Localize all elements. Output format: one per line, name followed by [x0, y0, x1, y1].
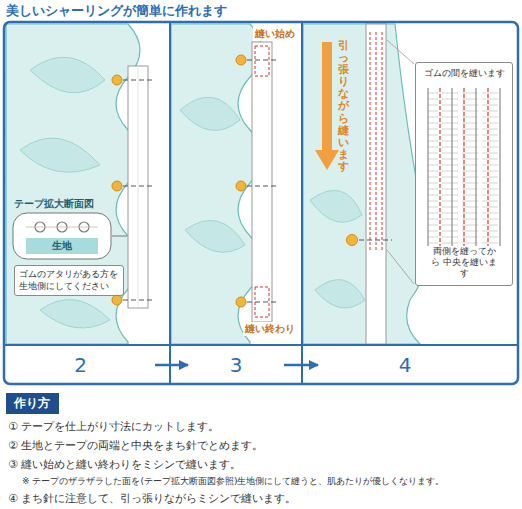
instruction-label: 引っ張りながら縫います — [338, 40, 349, 173]
page-title: 美しいシャーリングが簡単に作れます — [6, 2, 227, 20]
stitch-line — [370, 32, 371, 250]
fabric-band: 生地 — [26, 238, 98, 254]
tape — [252, 42, 272, 322]
tape-section — [26, 227, 98, 228]
step-number: 4 — [318, 347, 492, 383]
tape-center — [138, 68, 139, 306]
pull-arrow — [315, 42, 339, 170]
callout-label: 縫い終わり — [243, 322, 297, 336]
stitch-start — [255, 46, 269, 76]
fabric — [171, 24, 262, 344]
note-text: ※ テープのザラザラした面を(テープ拡大断面図参照)生地側にして縫うと、肌あたり… — [22, 475, 444, 488]
leaf-motif — [20, 138, 100, 172]
node-text: ゴムの間を縫います — [424, 68, 505, 79]
node-text: 両側を縫ってから 中央を縫います — [430, 246, 498, 279]
step-text: ④ まち針に注意して、引っ張りながらミシンで縫います。 — [8, 491, 296, 506]
stitch-detail — [428, 88, 500, 246]
pins — [236, 55, 276, 307]
detail-ground — [415, 62, 513, 286]
leaf-motif — [310, 190, 362, 222]
leader-line — [387, 40, 414, 64]
outer-frame — [4, 22, 518, 384]
note-box: ゴムのアタリがある方を 生地側にしてください — [14, 265, 124, 296]
tape — [366, 24, 386, 344]
stitch-callout: ゴムの間を縫います両側を縫ってから 中央を縫います — [415, 62, 513, 286]
flow-arrow — [155, 364, 188, 367]
step-text: ③ 縫い始めと縫い終わりをミシンで縫います。 — [8, 457, 241, 472]
pin-line — [359, 240, 392, 241]
leaf-motif — [180, 97, 240, 130]
divider — [169, 22, 171, 384]
step-text: ① テープを仕上がり寸法にカットします。 — [8, 419, 219, 434]
leaf-motif — [40, 300, 110, 328]
leader-line — [387, 250, 414, 284]
section-heading: 作り方 — [6, 393, 59, 414]
node-text: 生地 — [26, 238, 98, 254]
leaf-motif — [185, 220, 245, 252]
step-number-text: 4 — [399, 353, 412, 377]
leader-line — [112, 236, 127, 237]
step-number: 3 — [188, 347, 284, 383]
stitch-line — [376, 32, 377, 250]
leaf-motif — [315, 280, 365, 308]
fabric — [303, 24, 428, 344]
node-text: テープ拡大断面図 — [14, 198, 94, 211]
node-text: ゴムのアタリがある方を 生地側にしてください — [19, 269, 118, 292]
divider — [301, 22, 303, 384]
pill-shape — [13, 213, 111, 259]
divider — [4, 344, 518, 346]
step-text: ② 生地とテープの両端と中央をまち針でとめます。 — [8, 438, 263, 453]
callout-label: 縫い始め — [253, 27, 297, 41]
leaf-motif — [30, 57, 105, 93]
fabric — [6, 24, 140, 344]
step-number: 2 — [6, 347, 155, 383]
node-text: 作り方 — [14, 395, 51, 412]
pin — [347, 235, 358, 246]
step-number-text: 3 — [230, 353, 243, 377]
flow-arrow — [284, 364, 318, 367]
step-number-text: 2 — [74, 353, 87, 377]
cross-section-callout: テープ拡大断面図生地 — [12, 198, 112, 260]
tape — [128, 66, 148, 308]
stitch-line — [382, 32, 383, 250]
